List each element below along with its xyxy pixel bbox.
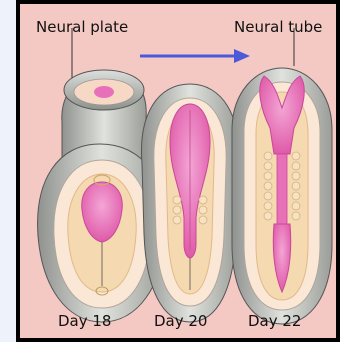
diagram-panel: Neural plate Neural tube Day 18 Day 20 D… xyxy=(20,4,336,338)
day-label-18: Day 18 xyxy=(58,312,111,330)
embryo-day-20 xyxy=(141,84,238,322)
diagram-artwork xyxy=(20,4,336,338)
embryo-diagram: Neural plate Neural tube Day 18 Day 20 D… xyxy=(16,0,340,342)
neural-plate-label: Neural plate xyxy=(36,18,128,36)
progression-arrow xyxy=(140,49,250,63)
day-label-20: Day 20 xyxy=(154,312,207,330)
embryo-day-22 xyxy=(232,68,332,324)
neural-tube-label: Neural tube xyxy=(234,18,322,36)
day-label-22: Day 22 xyxy=(248,312,301,330)
